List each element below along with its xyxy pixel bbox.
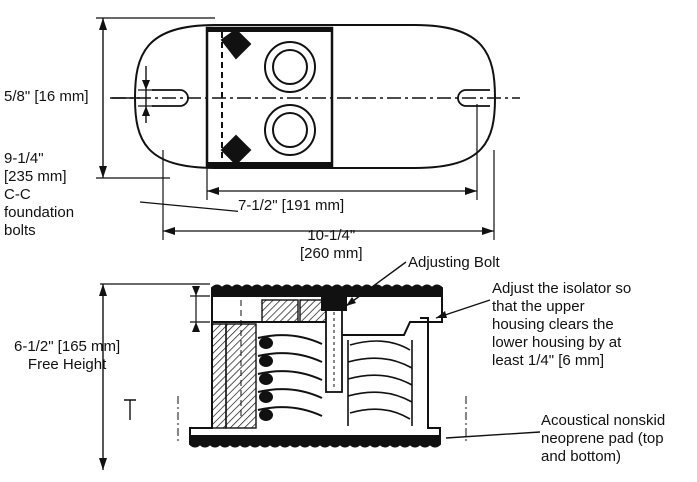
top-view-body [133, 24, 497, 169]
free-height-label: 6-1/2" [165 mm] Free Height [14, 338, 121, 373]
adjusting-bolt-label: Adjusting Bolt [408, 254, 500, 271]
bottom-pad [189, 435, 441, 448]
inner-width-label: 7-1/2" [191 mm] [238, 197, 345, 215]
adjust-note-label: Adjust the isolator so that the upper ho… [492, 280, 632, 369]
spring-bottom [264, 104, 316, 156]
bolt-spacing-label: 9-1/4" [235 mm] C-C foundation bolts [4, 150, 75, 239]
side-view [99, 261, 541, 470]
spring-exterior [347, 340, 413, 426]
spring-top [264, 41, 316, 93]
overall-length-label: 10-1/4" [260 mm] [300, 227, 363, 262]
adjusting-bolt-leader [345, 261, 407, 307]
right-bolt-slot [457, 89, 490, 107]
pad-leader [445, 431, 541, 439]
top-pad [211, 284, 443, 297]
top-view [96, 17, 520, 240]
pad-note-label: Acoustical nonskid neoprene pad (top and… [541, 412, 666, 465]
left-bolt-slot [152, 89, 189, 107]
corner-block-top [220, 28, 252, 60]
corner-block-bottom [220, 134, 252, 166]
bolt-slot-width-label: 5/8" [16 mm] [4, 88, 89, 105]
upper-housing [211, 295, 443, 336]
spring-section [257, 334, 323, 421]
